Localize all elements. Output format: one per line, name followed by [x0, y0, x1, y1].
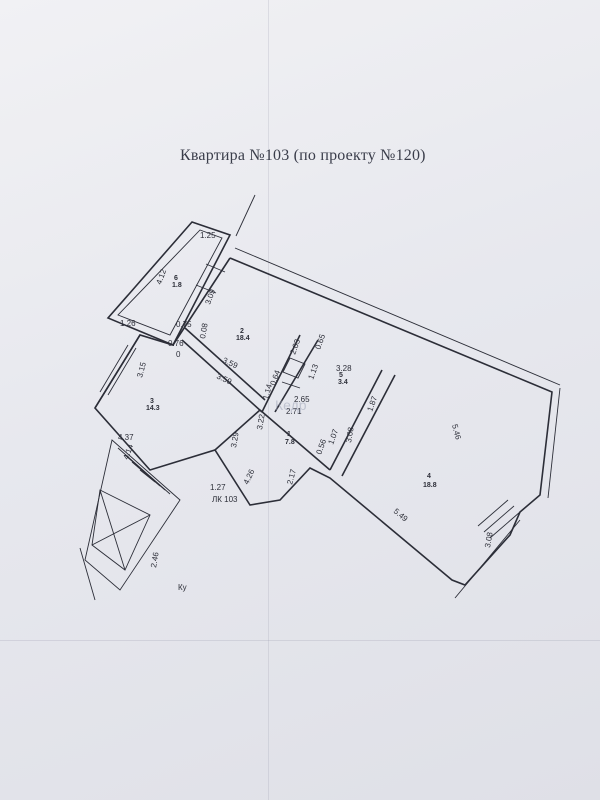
dimension-label: 5.46	[450, 423, 463, 441]
room-5-number: 5	[339, 372, 343, 379]
dimension-label: 0	[176, 350, 181, 359]
partition-wall	[274, 339, 319, 413]
window-mark	[477, 499, 509, 527]
stair-edge	[79, 547, 96, 601]
dimension-label: 1.13	[306, 362, 320, 380]
facade-line	[547, 387, 561, 499]
dimension-label: 3.08	[344, 426, 356, 443]
partition-wall	[329, 369, 383, 471]
partition-wall	[259, 409, 331, 471]
dimension-label: 1.27	[210, 483, 226, 492]
dimension-label: 4.12	[154, 267, 168, 285]
dimension-label: 4.26	[242, 467, 257, 485]
dimension-label: 0.08	[198, 322, 210, 339]
corner-mark: Ку	[178, 583, 187, 592]
dimension-label: 2.03	[288, 337, 302, 355]
partition-wall	[181, 339, 263, 413]
watermark: Кедр	[275, 397, 307, 413]
dimension-label: 3.08	[483, 531, 495, 548]
dimension-label: 2.71	[286, 407, 302, 416]
dimension-label: 0.75	[176, 320, 192, 329]
room-6-area: 1.8	[172, 282, 182, 289]
elevator-cross	[91, 514, 151, 546]
room-1-number: 1	[287, 431, 291, 438]
dimension-label: 1.07	[326, 427, 340, 445]
room-2-area: 18.4	[236, 335, 250, 342]
dimension-label: 3.29	[229, 431, 241, 448]
dimension-label: 3.15	[135, 361, 148, 379]
partition-wall	[94, 334, 141, 409]
stair-step	[139, 469, 156, 483]
room-5-area: 3.4	[338, 379, 348, 386]
facade-line	[235, 194, 256, 237]
stair-label: ЛК 103	[212, 495, 238, 504]
room-6-number: 6	[174, 275, 178, 282]
dimension-label: 2.46	[149, 551, 161, 568]
room-4-number: 4	[427, 473, 431, 480]
partition-wall	[281, 381, 301, 389]
apartment-outer-wall	[94, 257, 553, 586]
paper-fold-line	[0, 640, 600, 641]
facade-line	[234, 247, 561, 386]
room-4-area: 18.8	[423, 482, 437, 489]
dimension-label: 0.65	[313, 332, 327, 350]
window-mark	[107, 347, 137, 396]
dimension-label: 0.76	[168, 339, 184, 348]
window-mark	[489, 511, 521, 539]
dimension-label: 5.49	[392, 507, 410, 524]
room-6-outline	[282, 357, 306, 379]
dimension-label: 1.14	[261, 383, 274, 401]
document-title: Квартира №103 (по проекту №120)	[180, 147, 426, 164]
stair-block	[84, 439, 181, 591]
room-3-number: 3	[150, 398, 154, 405]
dimension-label: 2.65	[294, 395, 310, 404]
partition-wall	[341, 374, 396, 477]
window-mark	[483, 505, 515, 533]
balcony-window	[195, 284, 217, 294]
partition-wall	[214, 409, 261, 451]
dimension-label: 4.37	[118, 433, 134, 442]
dimension-label: 1.26	[120, 319, 136, 328]
partition-wall	[184, 327, 266, 401]
dimension-label: 3.28	[336, 364, 352, 373]
room-1-area: 7.8	[285, 439, 295, 446]
facade-line	[454, 519, 521, 599]
elevator-cross	[99, 489, 126, 571]
room-2-number: 2	[240, 328, 244, 335]
room-3-area: 14.3	[146, 405, 160, 412]
dimension-label: 2.17	[285, 468, 298, 486]
balcony-inner	[117, 229, 223, 336]
stair-step	[131, 461, 161, 487]
dimension-label: 3.09	[203, 287, 217, 305]
window-mark	[99, 344, 129, 393]
dimension-label: 3.22	[255, 413, 267, 430]
dimension-label: 1.25	[200, 231, 216, 240]
partition-wall	[261, 334, 301, 413]
dimension-label: 0.64	[268, 368, 282, 386]
